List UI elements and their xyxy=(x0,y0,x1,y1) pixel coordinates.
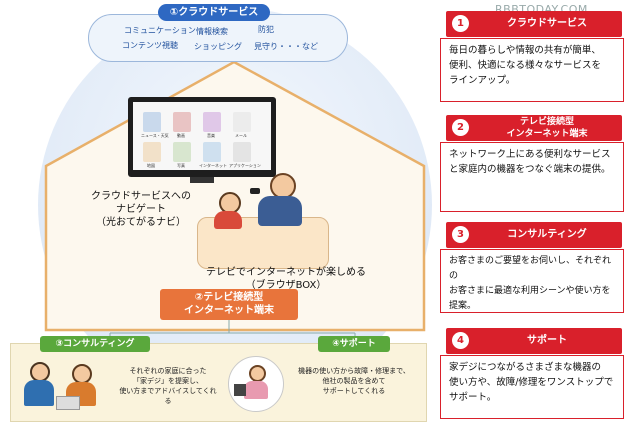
panel-4-header: 4 サポート xyxy=(446,328,622,354)
panel-1-number: 1 xyxy=(452,15,469,32)
tile-video-icon xyxy=(173,112,191,132)
tv-screen: ニュース・天気 動画 音楽 メール 地図 写真 インターネット アプリケーション xyxy=(133,102,271,170)
cloud-item-communication: コミュニケーション xyxy=(124,26,196,35)
consultant-head-icon xyxy=(30,362,50,382)
panel-3-title: コンサルティング xyxy=(507,229,587,240)
consulting-label: ③コンサルティング xyxy=(40,336,150,352)
cloud-item-contents: コンテンツ視聴 xyxy=(122,41,178,50)
tile-label: 写真 xyxy=(177,163,185,168)
tv-set: ニュース・天気 動画 音楽 メール 地図 写真 インターネット アプリケーション xyxy=(128,97,276,177)
laptop-icon xyxy=(56,396,80,410)
tile-music-icon xyxy=(203,112,221,132)
tile-label: 地図 xyxy=(147,163,155,168)
stb-label: ②テレビ接続型 インターネット端末 xyxy=(160,289,298,320)
panel-4-number: 4 xyxy=(452,332,469,349)
tile-label: ニュース・天気 xyxy=(141,133,169,138)
remote-icon xyxy=(250,188,260,194)
tile-internet-icon xyxy=(203,142,221,162)
panel-4-body: 家デジにつながるさまざまな機器の 使い方や、故障/修理をワンストップで サポート… xyxy=(440,355,624,419)
panel-2-body: ネットワーク上にある便利なサービス と家庭内の機器をつなぐ端末の提供。 xyxy=(440,142,624,212)
cloud-services-bubble xyxy=(88,14,348,62)
panel-2-header: 2 テレビ接続型 インターネット端末 xyxy=(446,115,622,141)
support-description: 機器の使い方から故障・修理まで、 他社の製品を含めて サポートしてくれる xyxy=(290,366,418,396)
panel-1-header: 1 クラウドサービス xyxy=(446,11,622,37)
tile-label: 動画 xyxy=(177,133,185,138)
cloud-item-search: 情報検索 xyxy=(196,27,228,36)
navigation-caption: クラウドサービスへの ナビゲート （光おてがるナビ） xyxy=(83,190,199,229)
tv-stand xyxy=(190,177,214,183)
consultant-body-icon xyxy=(24,380,54,406)
child-body-icon xyxy=(214,211,242,229)
cloud-item-security: 防犯 xyxy=(258,25,274,34)
tile-apps-icon xyxy=(233,142,251,162)
support-staff-head-icon xyxy=(249,365,266,382)
tile-photo-icon xyxy=(173,142,191,162)
panel-3-body: お客さまのご要望をお伺いし、それぞれの お客さまに最適な利用シーンや使い方を 提… xyxy=(440,249,624,313)
monitor-icon xyxy=(234,384,246,396)
stb-label-text: ②テレビ接続型 インターネット端末 xyxy=(184,292,274,316)
panel-1-title: クラウドサービス xyxy=(507,18,587,29)
panel-3-header: 3 コンサルティング xyxy=(446,222,622,248)
customer-head-icon xyxy=(72,364,92,384)
panel-1-body: 毎日の暮らしや情報の共有が簡単、 便利、快適になる様々なサービスを ラインアップ… xyxy=(440,38,624,102)
tile-mail-icon xyxy=(233,112,251,132)
panel-2-number: 2 xyxy=(452,119,469,136)
cloud-services-title: ①クラウドサービス xyxy=(158,4,270,21)
tile-label: メール xyxy=(235,133,247,138)
cloud-item-shopping: ショッピング xyxy=(194,42,242,51)
support-label: ④サポート xyxy=(318,336,390,352)
panel-4-title: サポート xyxy=(527,335,567,346)
panel-3-number: 3 xyxy=(452,226,469,243)
panel-2-title: テレビ接続型 インターネット端末 xyxy=(506,117,588,139)
tile-label: インターネット xyxy=(199,163,227,168)
father-body-icon xyxy=(258,196,302,226)
support-staff-body-icon xyxy=(244,381,268,399)
tile-label: アプリケーション xyxy=(229,163,261,168)
support-description-text: 機器の使い方から故障・修理まで、 他社の製品を含めて サポートしてくれる xyxy=(298,367,410,395)
tile-map-icon xyxy=(143,142,161,162)
consulting-description-text: それぞれの家庭に合った 「家デジ」を提案し、 使い方までアドバイスしてくれる xyxy=(119,367,217,405)
tile-label: 音楽 xyxy=(207,133,215,138)
cloud-item-watch: 見守り・・・など xyxy=(254,42,318,51)
navigation-caption-text: クラウドサービスへの ナビゲート （光おてがるナビ） xyxy=(91,191,191,228)
browser-box-caption-text: テレビでインターネットが楽しめる （ブラウザBOX） xyxy=(206,267,366,291)
consulting-description: それぞれの家庭に合った 「家デジ」を提案し、 使い方までアドバイスしてくれる xyxy=(118,366,218,406)
tile-news-icon xyxy=(143,112,161,132)
browser-box-caption: テレビでインターネットが楽しめる （ブラウザBOX） xyxy=(186,266,386,292)
